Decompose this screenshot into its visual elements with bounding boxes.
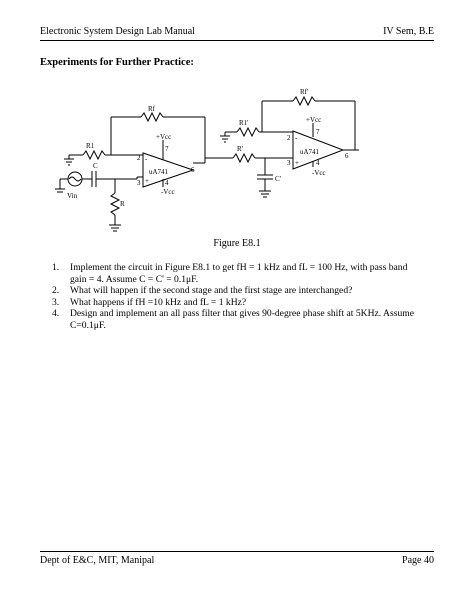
label-pin7-1: 7 bbox=[165, 145, 169, 153]
label-pin2-2: 2 bbox=[287, 134, 291, 142]
label-vin: Vin bbox=[67, 192, 78, 200]
label-pin7-2: 7 bbox=[316, 128, 320, 136]
label-r1: R1 bbox=[86, 142, 95, 150]
label-minus-1: - bbox=[145, 155, 148, 163]
list-item: 3.What happens if fH =10 kHz and fL = 1 … bbox=[52, 296, 247, 308]
label-r1-prime: R1' bbox=[239, 119, 248, 127]
resistor-rf bbox=[140, 111, 164, 123]
list-item: 2.What will happen if the second stage a… bbox=[52, 285, 353, 297]
label-vcc-neg-1: -Vcc bbox=[161, 188, 175, 196]
label-chip-1: uA741 bbox=[149, 168, 169, 176]
label-vcc-pos-2: +Vcc bbox=[306, 116, 321, 124]
page-header: Electronic System Design Lab Manual IV S… bbox=[40, 26, 434, 41]
page-footer: Dept of E&C, MIT, Manipal Page 40 bbox=[40, 551, 434, 569]
footer-left-text: Dept of E&C, MIT, Manipal bbox=[40, 555, 155, 566]
label-minus-2: - bbox=[295, 134, 298, 142]
header-right-text: IV Sem, B.E bbox=[383, 26, 434, 37]
section-title: Experiments for Further Practice: bbox=[40, 57, 194, 68]
label-rf: Rf bbox=[148, 105, 156, 113]
label-plus-1: + bbox=[145, 177, 149, 185]
resistor-r1 bbox=[82, 149, 106, 161]
practice-list: 1.Implement the circuit in Figure E8.1 t… bbox=[40, 262, 426, 332]
label-pin6-1: 6 bbox=[191, 166, 195, 174]
label-c-prime: C' bbox=[275, 175, 281, 183]
figure-caption: Figure E8.1 bbox=[213, 238, 261, 249]
label-r-prime: R' bbox=[237, 145, 243, 153]
label-rf-prime: Rf' bbox=[300, 88, 308, 96]
label-chip-2: uA741 bbox=[300, 148, 320, 156]
resistor-r bbox=[109, 192, 121, 216]
label-r: R bbox=[120, 200, 125, 208]
label-vcc-neg-2: -Vcc bbox=[312, 169, 326, 177]
header-left-text: Electronic System Design Lab Manual bbox=[40, 26, 195, 37]
label-vcc-pos-1: +Vcc bbox=[156, 133, 171, 141]
label-pin4-2: 4 bbox=[316, 159, 320, 167]
label-plus-2: + bbox=[295, 159, 299, 167]
list-item: 1.Implement the circuit in Figure E8.1 t… bbox=[52, 262, 408, 285]
label-pin3-1: 3 bbox=[137, 179, 141, 187]
opamp-1 bbox=[142, 152, 195, 188]
page-number: Page 40 bbox=[402, 555, 434, 566]
resistor-r-prime bbox=[232, 152, 256, 164]
label-pin3-2: 3 bbox=[287, 159, 291, 167]
label-c: C bbox=[93, 162, 98, 170]
circuit-diagram: Rf R1 C R Vin +Vcc 7 2 3 - + uA741 4 -Vc… bbox=[55, 88, 359, 232]
label-pin2-1: 2 bbox=[137, 154, 141, 162]
list-item: 4.Design and implement an all pass filte… bbox=[52, 308, 414, 331]
resistor-r1-prime bbox=[236, 126, 260, 138]
resistor-rf-prime bbox=[292, 95, 316, 107]
label-pin4-1: 4 bbox=[165, 179, 169, 187]
label-pin6-2: 6 bbox=[345, 152, 349, 160]
opamp-2 bbox=[292, 130, 345, 170]
